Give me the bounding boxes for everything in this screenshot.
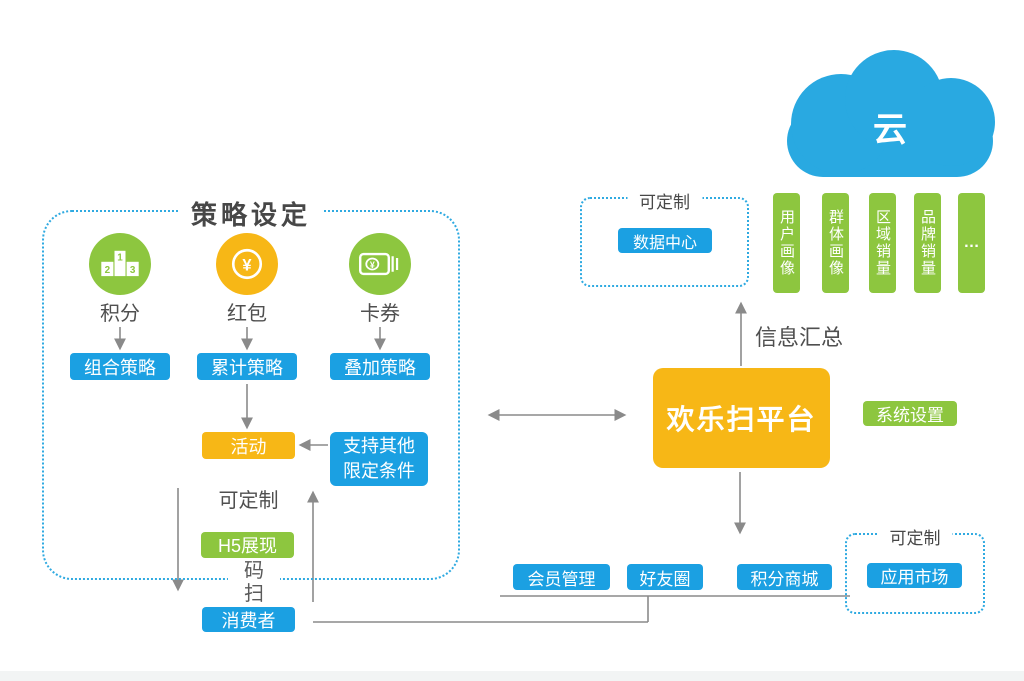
podium-icon: 1 2 3 xyxy=(101,250,139,277)
bottom-strip xyxy=(0,671,1024,681)
consumer-box: 消费者 xyxy=(202,607,295,632)
h5-display-box: H5展现 xyxy=(201,532,294,558)
strategy-panel-title: 策略设定 xyxy=(178,195,324,232)
svg-text:¥: ¥ xyxy=(370,260,375,270)
cloud-label: 云 xyxy=(873,111,907,149)
report-group-profile: 群体画像 xyxy=(822,193,849,293)
data-center-panel-title: 可定制 xyxy=(627,188,702,213)
friends-circle-box: 好友圈 xyxy=(627,564,703,590)
data-center-box: 数据中心 xyxy=(618,228,712,253)
platform-box: 欢乐扫平台 xyxy=(653,368,830,468)
svg-text:2: 2 xyxy=(105,265,111,276)
member-management-box: 会员管理 xyxy=(513,564,610,590)
app-market-box: 应用市场 xyxy=(867,563,962,588)
points-label: 积分 xyxy=(100,303,140,325)
system-settings-box: 系统设置 xyxy=(863,401,957,426)
scan-code-text: 码 扫 xyxy=(228,558,280,608)
svg-text:3: 3 xyxy=(130,265,136,276)
svg-text:1: 1 xyxy=(117,253,123,264)
coin-yen-icon: ¥ xyxy=(231,248,263,280)
activity-box: 活动 xyxy=(202,432,295,459)
scan-char-sao: 扫 xyxy=(244,583,264,605)
voucher-icon: ¥ xyxy=(358,252,399,276)
cloud-shape: 云 xyxy=(783,50,997,177)
app-market-panel: 可定制 xyxy=(845,524,985,614)
voucher-label: 卡券 xyxy=(360,303,400,325)
points-circle: 1 2 3 xyxy=(89,233,151,295)
scan-char-ma: 码 xyxy=(244,560,264,582)
report-brand-sales: 品牌销量 xyxy=(914,193,941,293)
report-more: … xyxy=(958,193,985,293)
stack-strategy-box: 叠加策略 xyxy=(330,353,430,380)
report-region-sales: 区域销量 xyxy=(869,193,896,293)
support-conditions-line2: 限定条件 xyxy=(343,461,415,481)
svg-text:¥: ¥ xyxy=(242,257,252,275)
accumulate-strategy-box: 累计策略 xyxy=(197,353,297,380)
info-summary-label: 信息汇总 xyxy=(755,325,844,350)
redpacket-label: 红包 xyxy=(227,303,267,325)
redpacket-circle: ¥ xyxy=(216,233,278,295)
data-center-panel: 可定制 xyxy=(580,188,749,287)
report-user-profile: 用户画像 xyxy=(773,193,800,293)
points-mall-box: 积分商城 xyxy=(737,564,832,590)
support-conditions-line1: 支持其他 xyxy=(343,436,415,456)
voucher-circle: ¥ xyxy=(349,233,411,295)
combo-strategy-box: 组合策略 xyxy=(70,353,170,380)
support-conditions-box: 支持其他 限定条件 xyxy=(330,432,428,486)
customizable-text: 可定制 xyxy=(218,490,279,512)
app-market-panel-title: 可定制 xyxy=(877,524,953,549)
